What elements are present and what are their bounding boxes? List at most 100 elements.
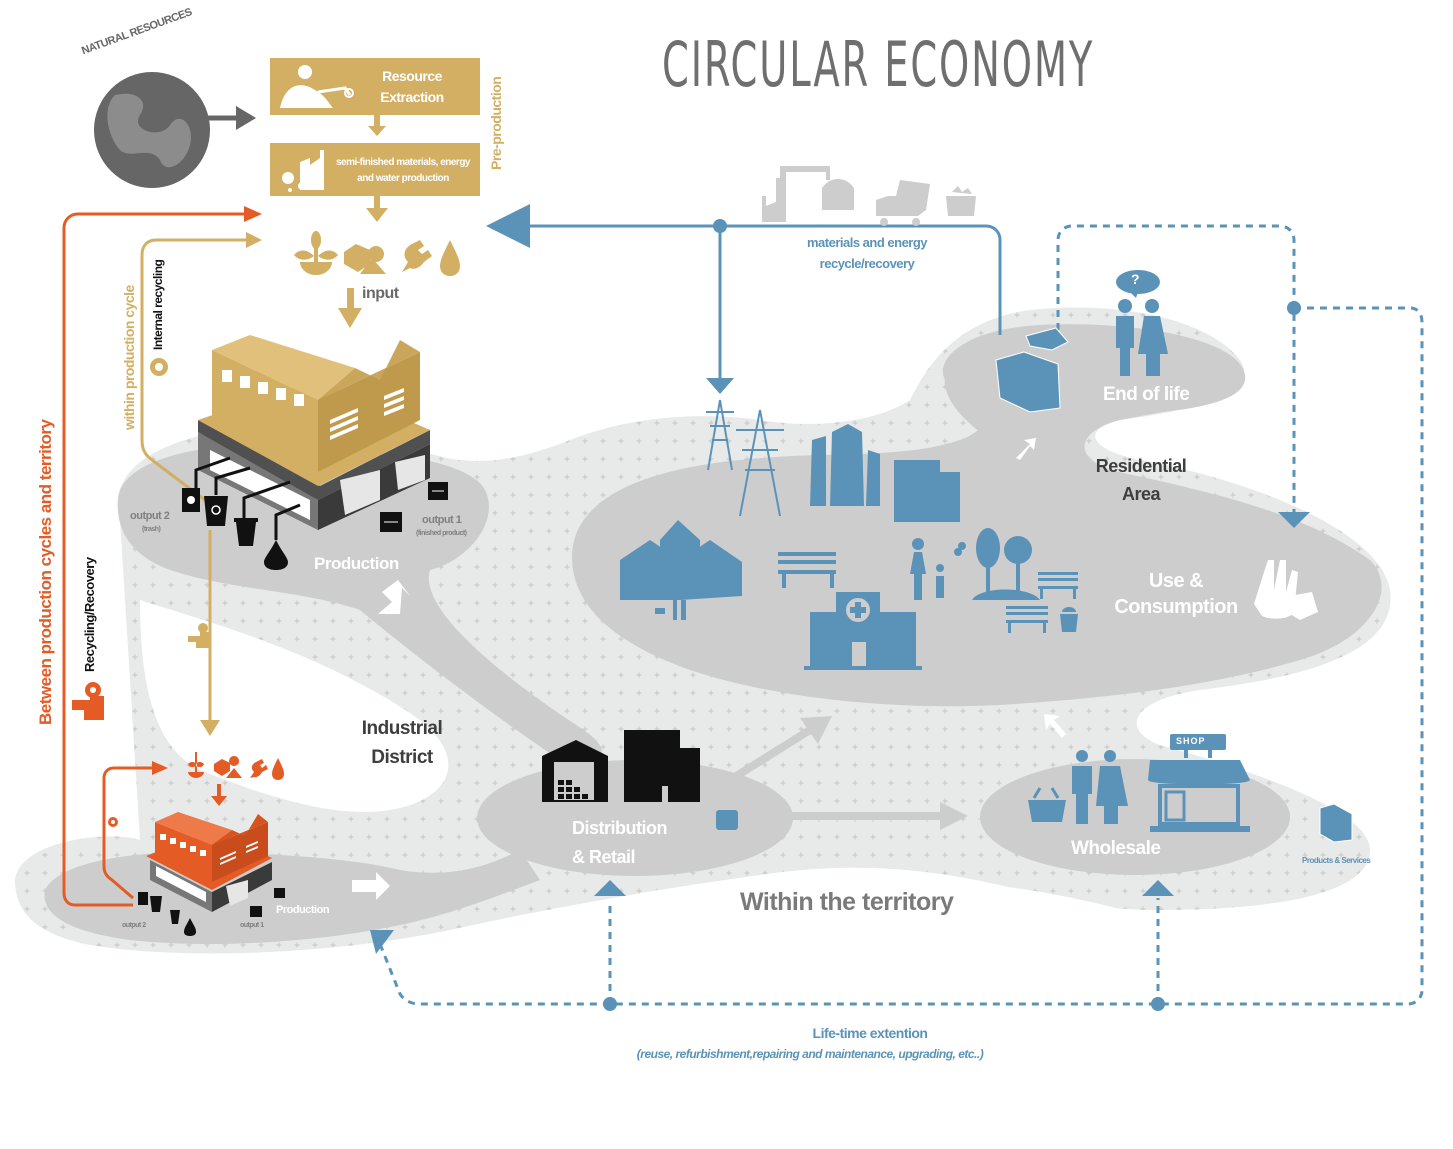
internal-recycling-loop <box>140 238 246 502</box>
plant-icon-orange <box>188 752 204 778</box>
materials-energy-label: materials and energy recycle/recovery <box>794 232 940 274</box>
materials-energy-arrowhead <box>486 204 530 248</box>
box-icon-output1-b <box>428 482 448 500</box>
semi-finished-line1: semi-finished materials, energy <box>335 157 471 168</box>
semi-finished-label: semi-finished materials, energy and wate… <box>328 155 478 187</box>
arrowhead-small-production <box>370 930 394 954</box>
residential-line2: Area <box>1121 484 1161 504</box>
arrow-white-small-production <box>352 872 390 900</box>
junction-dot-right <box>1287 301 1301 315</box>
broken-box-icon <box>995 327 1069 413</box>
office-tower-icon <box>624 730 700 802</box>
small-internal-loop <box>102 766 154 900</box>
factory-main-icon <box>198 335 430 530</box>
couple-icon-wholesale <box>1072 750 1128 824</box>
arrow-white-wholesale <box>1044 714 1066 738</box>
warehouse-icon <box>542 740 608 802</box>
shop-sign: SHOP <box>1176 736 1206 746</box>
page-title: CIRCULAR ECONOMY <box>662 28 1095 101</box>
raw-materials-icon-orange <box>214 756 242 778</box>
output2-label: output 2 <box>130 510 170 522</box>
trash-can-icon <box>234 518 258 546</box>
internal-recycling-label: Internal recycling <box>151 259 165 350</box>
power-pylon-icons <box>706 399 784 517</box>
resource-extraction-label: Resource Extraction <box>360 66 464 108</box>
between-cycles-loop <box>62 212 246 907</box>
arrow-globe-to-extraction <box>200 106 256 130</box>
arrow-production-down <box>378 580 410 614</box>
products-box-icon <box>1319 803 1353 843</box>
input-label: input <box>362 285 399 302</box>
bench-icon-3 <box>1006 606 1048 633</box>
within-production-cycle-label: within production cycle <box>121 285 137 430</box>
end-of-life-label: End of life <box>1103 384 1190 405</box>
semi-finished-line2: and water production <box>357 173 449 184</box>
flow-arrow-distribution-to-wholesale <box>760 802 968 830</box>
plug-icon <box>402 240 432 272</box>
distribution-line2: & Retail <box>572 847 636 867</box>
factory-gears-icon <box>282 150 324 192</box>
production-label: Production <box>314 554 399 573</box>
box-icon-output1-a <box>380 512 402 532</box>
output2-sub: (trash) <box>142 526 161 533</box>
lifetime-dashed-loops <box>378 224 1424 1006</box>
globe-icon <box>94 72 210 188</box>
arrow-extraction-to-semi <box>368 115 386 136</box>
between-cycles-arrowhead <box>244 206 262 222</box>
recycling-hand-gear-icon-orange <box>72 682 104 720</box>
basket-icon <box>1028 787 1066 822</box>
output1-sub: (finished product) <box>416 530 467 537</box>
residential-zone <box>571 324 1382 707</box>
package-icon-blue <box>716 810 738 830</box>
cutout-industrial <box>140 600 449 812</box>
small-production-label: Production <box>276 904 330 916</box>
energy-down-arrowhead <box>706 378 734 394</box>
waste-pipes <box>194 456 301 540</box>
gear-icon-orange-small <box>108 817 118 827</box>
between-cycles-label: Between production cycles and territory <box>36 419 55 725</box>
bench-icon-2 <box>1038 572 1078 599</box>
materials-energy-line2: recycle/recovery <box>819 256 915 271</box>
wholesale-label: Wholesale <box>1071 838 1161 859</box>
water-drop-icon-orange <box>272 758 284 780</box>
distribution-retail-label: Distribution & Retail <box>572 814 668 872</box>
family-icon-small <box>655 600 686 620</box>
hospital-icon <box>804 592 922 670</box>
flower-pot-icon <box>1060 607 1078 632</box>
bench-icon-1 <box>778 552 836 588</box>
toxic-drop-icon <box>264 540 288 570</box>
industrial-district-label: Industrial District <box>360 714 444 772</box>
skyscrapers-icon <box>810 424 880 506</box>
parent-child-icon <box>910 538 966 600</box>
recycle-truck-icon-grey <box>876 180 930 226</box>
mining-icon <box>280 65 354 108</box>
recycling-down-arrowhead <box>200 720 220 736</box>
waste-bin-icon-grey <box>946 186 976 216</box>
arrow-white-end-of-life <box>1016 438 1036 460</box>
lifetime-extension-label: Life-time extention <box>812 1025 928 1041</box>
hand-box-icon <box>1254 560 1318 620</box>
products-services-label: Products & Services <box>1302 856 1371 865</box>
materials-energy-loop <box>520 224 1002 335</box>
shop-icon <box>1148 734 1250 832</box>
use-consumption-label: Use & Consumption <box>1106 568 1246 620</box>
input-icons-orange <box>188 752 284 780</box>
water-drop-icon <box>440 240 460 276</box>
arrow-semi-to-input <box>366 196 388 222</box>
trees-icon <box>972 528 1040 600</box>
internal-recycling-arrowhead <box>246 232 262 248</box>
arrowhead-distribution <box>594 880 626 896</box>
industrial-line2: District <box>371 747 433 768</box>
small-output1-label: output 1 <box>240 922 264 929</box>
recycle-bin-icon <box>204 496 228 526</box>
cutout-bottom <box>0 880 1453 1149</box>
small-internal-arrowhead <box>152 761 168 775</box>
plug-icon-orange <box>250 759 268 778</box>
lifetime-extension-sub: (reuse, refurbishment,repairing and main… <box>636 1047 984 1061</box>
resource-extraction-text: Resource Extraction <box>380 68 444 105</box>
arrowhead-use-consumption <box>1278 512 1310 528</box>
gear-icon-internal <box>150 358 168 376</box>
arrow-orange-input-down <box>211 784 227 806</box>
